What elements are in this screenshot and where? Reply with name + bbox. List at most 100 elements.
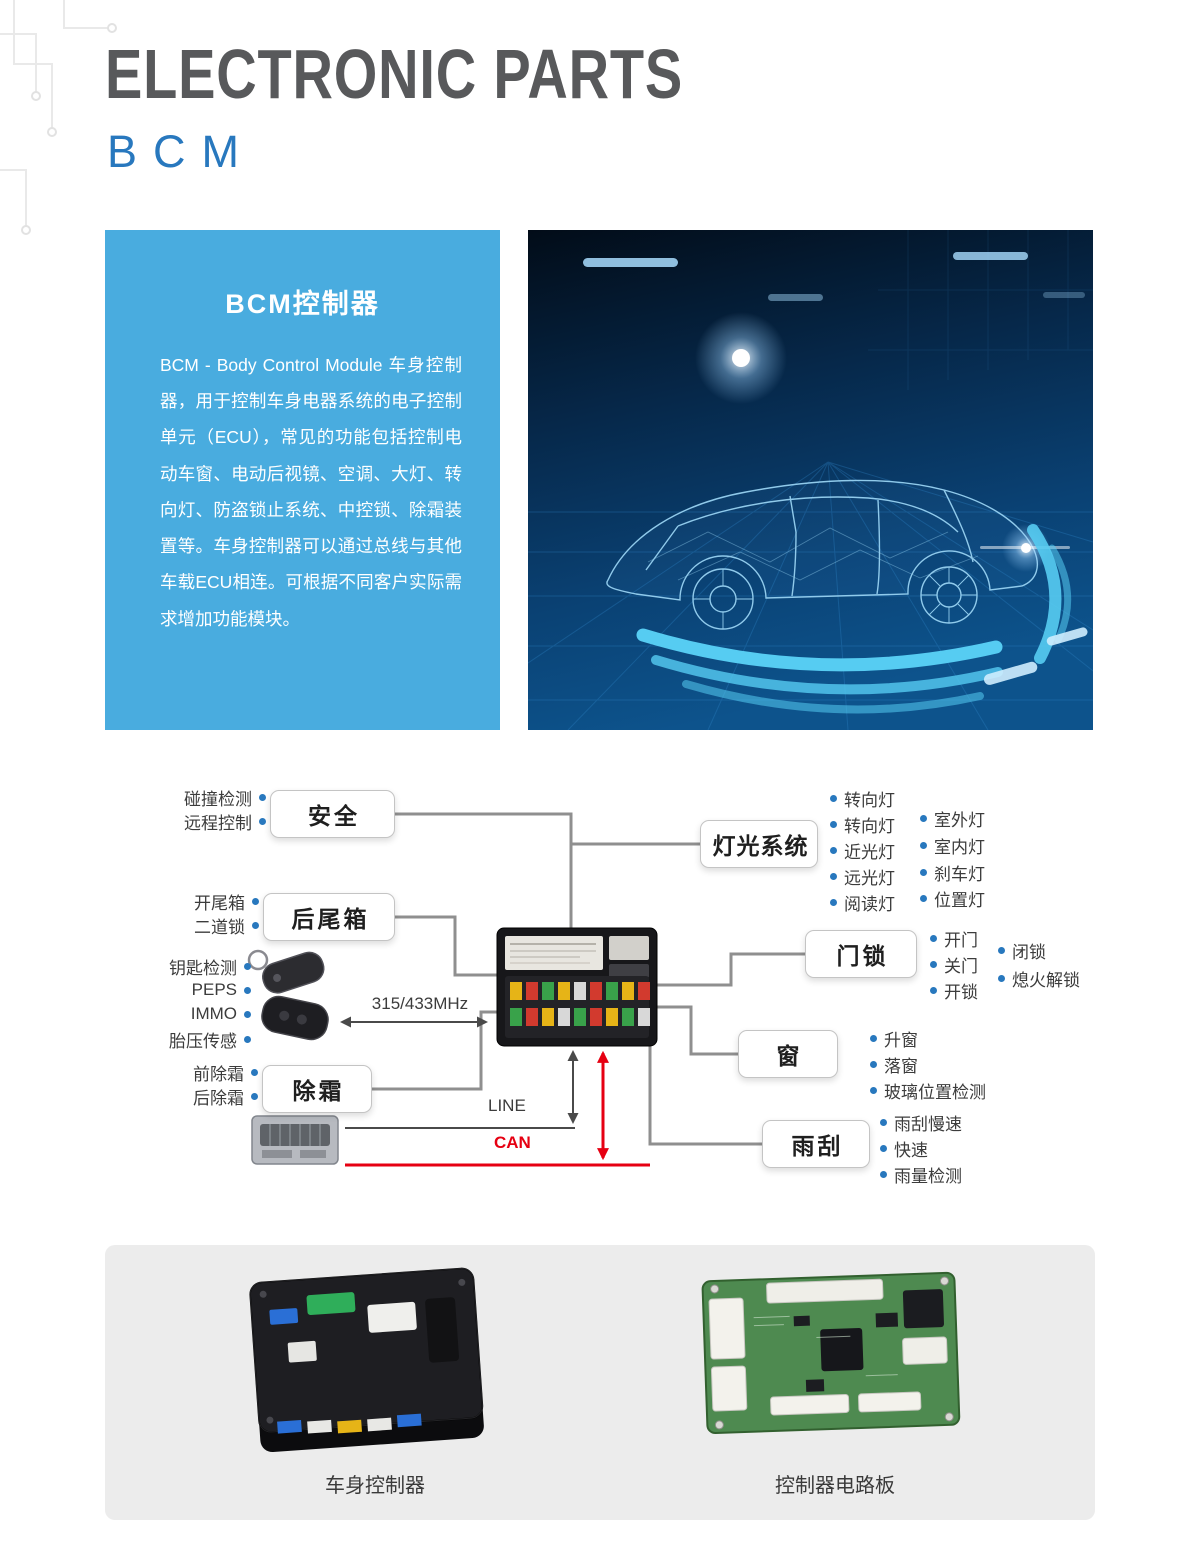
label-text: 二道锁 — [194, 917, 245, 937]
body-controller-caption: 车身控制器 — [325, 1475, 425, 1497]
bullet-dot — [244, 962, 251, 970]
label-text: 转向灯 — [844, 790, 895, 810]
speed-arcs — [636, 524, 1072, 714]
key-fob-image — [247, 949, 329, 1041]
node-security-label: 安全 — [308, 803, 360, 829]
node-defrost: 除霜 — [262, 1065, 372, 1113]
label-text: 胎压传感 — [169, 1031, 237, 1051]
label-text: 刹车灯 — [934, 864, 985, 884]
bullet-dot — [251, 1092, 258, 1100]
output-label-brake: 刹车灯 — [920, 861, 985, 884]
label-text: 前除霜 — [193, 1064, 244, 1084]
label-text: 近光灯 — [844, 842, 895, 862]
node-trunk: 后尾箱 — [263, 893, 395, 941]
bullet-dot — [251, 1068, 258, 1076]
label-text: 升窗 — [884, 1030, 918, 1050]
input-label-remote: 远程控制 — [136, 810, 266, 833]
fuse-row-2 — [510, 1008, 650, 1026]
bullet-dot — [830, 898, 837, 906]
output-label-turn2: 转向灯 — [830, 813, 895, 836]
output-label-lowbeam: 近光灯 — [830, 839, 895, 862]
label-text: 开锁 — [944, 982, 978, 1002]
node-trunk-label: 后尾箱 — [291, 906, 370, 932]
output-label-rain-sensor: 雨量检测 — [880, 1163, 962, 1186]
circuit-trace-decoration — [0, 0, 117, 235]
input-label-trunk-open: 开尾箱 — [129, 890, 259, 913]
bullet-dot — [252, 921, 259, 929]
output-label-highbeam: 远光灯 — [830, 865, 895, 888]
bullet-dot — [998, 974, 1005, 982]
output-label-window-down: 落窗 — [870, 1053, 918, 1076]
line-bus — [340, 1016, 579, 1129]
output-label-wiper-fast: 快速 — [880, 1137, 928, 1160]
label-text: 玻璃位置检测 — [884, 1082, 986, 1102]
car-hero-svg — [528, 230, 1093, 730]
label-text: 开门 — [944, 930, 978, 950]
bullet-dot — [244, 1035, 251, 1043]
bullet-dot — [930, 960, 937, 968]
intro-panel: BCM控制器 BCM - Body Control Module 车身控制器，用… — [105, 230, 500, 730]
node-window: 窗 — [738, 1030, 838, 1078]
node-lighting: 灯光系统 — [700, 820, 818, 868]
page-subtitle: BCM — [107, 126, 255, 177]
bullet-dot — [920, 894, 927, 902]
bullet-dot — [930, 934, 937, 942]
bullet-dot — [830, 794, 837, 802]
input-label-peps: PEPS — [121, 979, 251, 1001]
bullet-dot — [244, 1010, 251, 1018]
light-bars — [583, 252, 1085, 301]
product-photos-svg — [249, 1267, 961, 1453]
bullet-dot — [920, 814, 927, 822]
car-wireframe — [606, 479, 1038, 630]
page-title: ELECTRONIC PARTS — [105, 35, 683, 113]
bullet-dot — [880, 1144, 887, 1152]
bullet-dot — [830, 872, 837, 880]
output-label-open-door: 开门 — [930, 927, 978, 950]
bullet-dot — [920, 868, 927, 876]
bcm-diagram: 安全 后尾箱 除霜 灯光系统 门锁 窗 雨刮 碰撞检测 远程控制 开尾箱 二道锁… — [0, 760, 1200, 1230]
input-label-immo: IMMO — [121, 1003, 251, 1025]
output-label-glass-position: 玻璃位置检测 — [870, 1079, 986, 1102]
bullet-dot — [830, 846, 837, 854]
input-label-key-detect: 钥匙检测 — [121, 955, 251, 978]
bullet-dot — [259, 793, 266, 801]
label-text: 远光灯 — [844, 868, 895, 888]
bcm-module-image — [496, 927, 658, 1047]
node-lighting-label: 灯光系统 — [712, 833, 809, 859]
input-label-rear-defrost: 后除霜 — [128, 1085, 258, 1108]
label-text: 雨量检测 — [894, 1166, 962, 1186]
label-text: IMMO — [190, 1004, 237, 1023]
bullet-dot — [930, 986, 937, 994]
intro-title: BCM控制器 — [225, 289, 380, 319]
diagram-wires — [247, 812, 805, 1167]
label-text: 钥匙检测 — [169, 958, 237, 978]
node-security: 安全 — [270, 790, 395, 838]
ecu-connector-image — [251, 1115, 339, 1165]
bullet-dot — [920, 841, 927, 849]
perspective-grid — [528, 461, 1093, 730]
node-wiper: 雨刮 — [762, 1120, 870, 1168]
output-label-unlock: 开锁 — [930, 979, 978, 1002]
node-defrost-label: 除霜 — [292, 1078, 345, 1104]
label-text: 闭锁 — [1012, 942, 1046, 962]
bullet-dot — [880, 1118, 887, 1126]
label-text: 碰撞检测 — [184, 789, 252, 809]
label-text: 远程控制 — [184, 813, 252, 833]
label-text: 后除霜 — [193, 1088, 244, 1108]
bullet-dot — [870, 1060, 877, 1068]
label-text: 关门 — [944, 956, 978, 976]
node-doorlock: 门锁 — [805, 930, 917, 978]
output-label-close-door: 关门 — [930, 953, 978, 976]
output-label-position: 位置灯 — [920, 887, 985, 910]
label-text: 熄火解锁 — [1012, 970, 1080, 990]
bullet-dot — [244, 986, 251, 994]
bullet-dot — [830, 820, 837, 828]
output-label-exterior: 室外灯 — [920, 807, 985, 830]
label-text: 开尾箱 — [194, 893, 245, 913]
product-photos-panel: 车身控制器 控制器电路板 — [105, 1245, 1095, 1520]
connector-lines — [372, 812, 805, 1146]
fuse-row-1 — [510, 982, 650, 1000]
wall-grid — [868, 230, 1093, 390]
label-text: PEPS — [191, 980, 237, 999]
